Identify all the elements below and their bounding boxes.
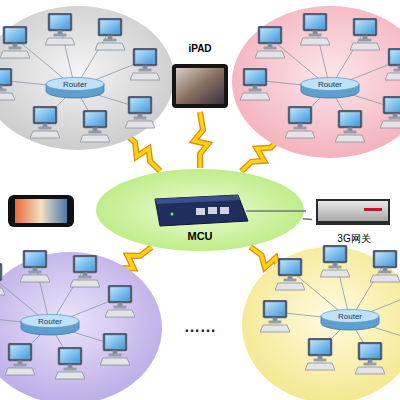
yellow-lan [242,245,400,400]
computers [240,13,400,142]
router-label: Router [45,80,105,89]
device-node: 3G网关 [312,196,396,250]
router-node: Router [320,309,380,331]
computers [0,250,135,379]
phone-device [8,195,74,227]
router-label: Router [20,317,80,326]
router-label: Router [320,312,380,321]
wire-connector [303,218,312,220]
ipad-device [172,64,228,108]
computers [260,245,400,374]
gray-lan [0,6,174,150]
device-label: iPAD [165,43,235,54]
computers [0,13,160,142]
mcu-zone: MCU [95,168,305,252]
pink-lan [232,6,400,158]
ellipsis-label: …… [160,318,240,336]
device-label: 3G网关 [312,232,396,246]
router-node: Router [20,314,80,336]
router-node: Router [45,77,105,99]
router-node: Router [300,77,360,99]
lightning-connector [194,112,208,168]
device-label: MCU [95,230,305,242]
router-label: Router [300,80,360,89]
device-node: iPAD [165,42,235,112]
gateway-device [316,199,390,225]
purple-lan [0,250,162,400]
